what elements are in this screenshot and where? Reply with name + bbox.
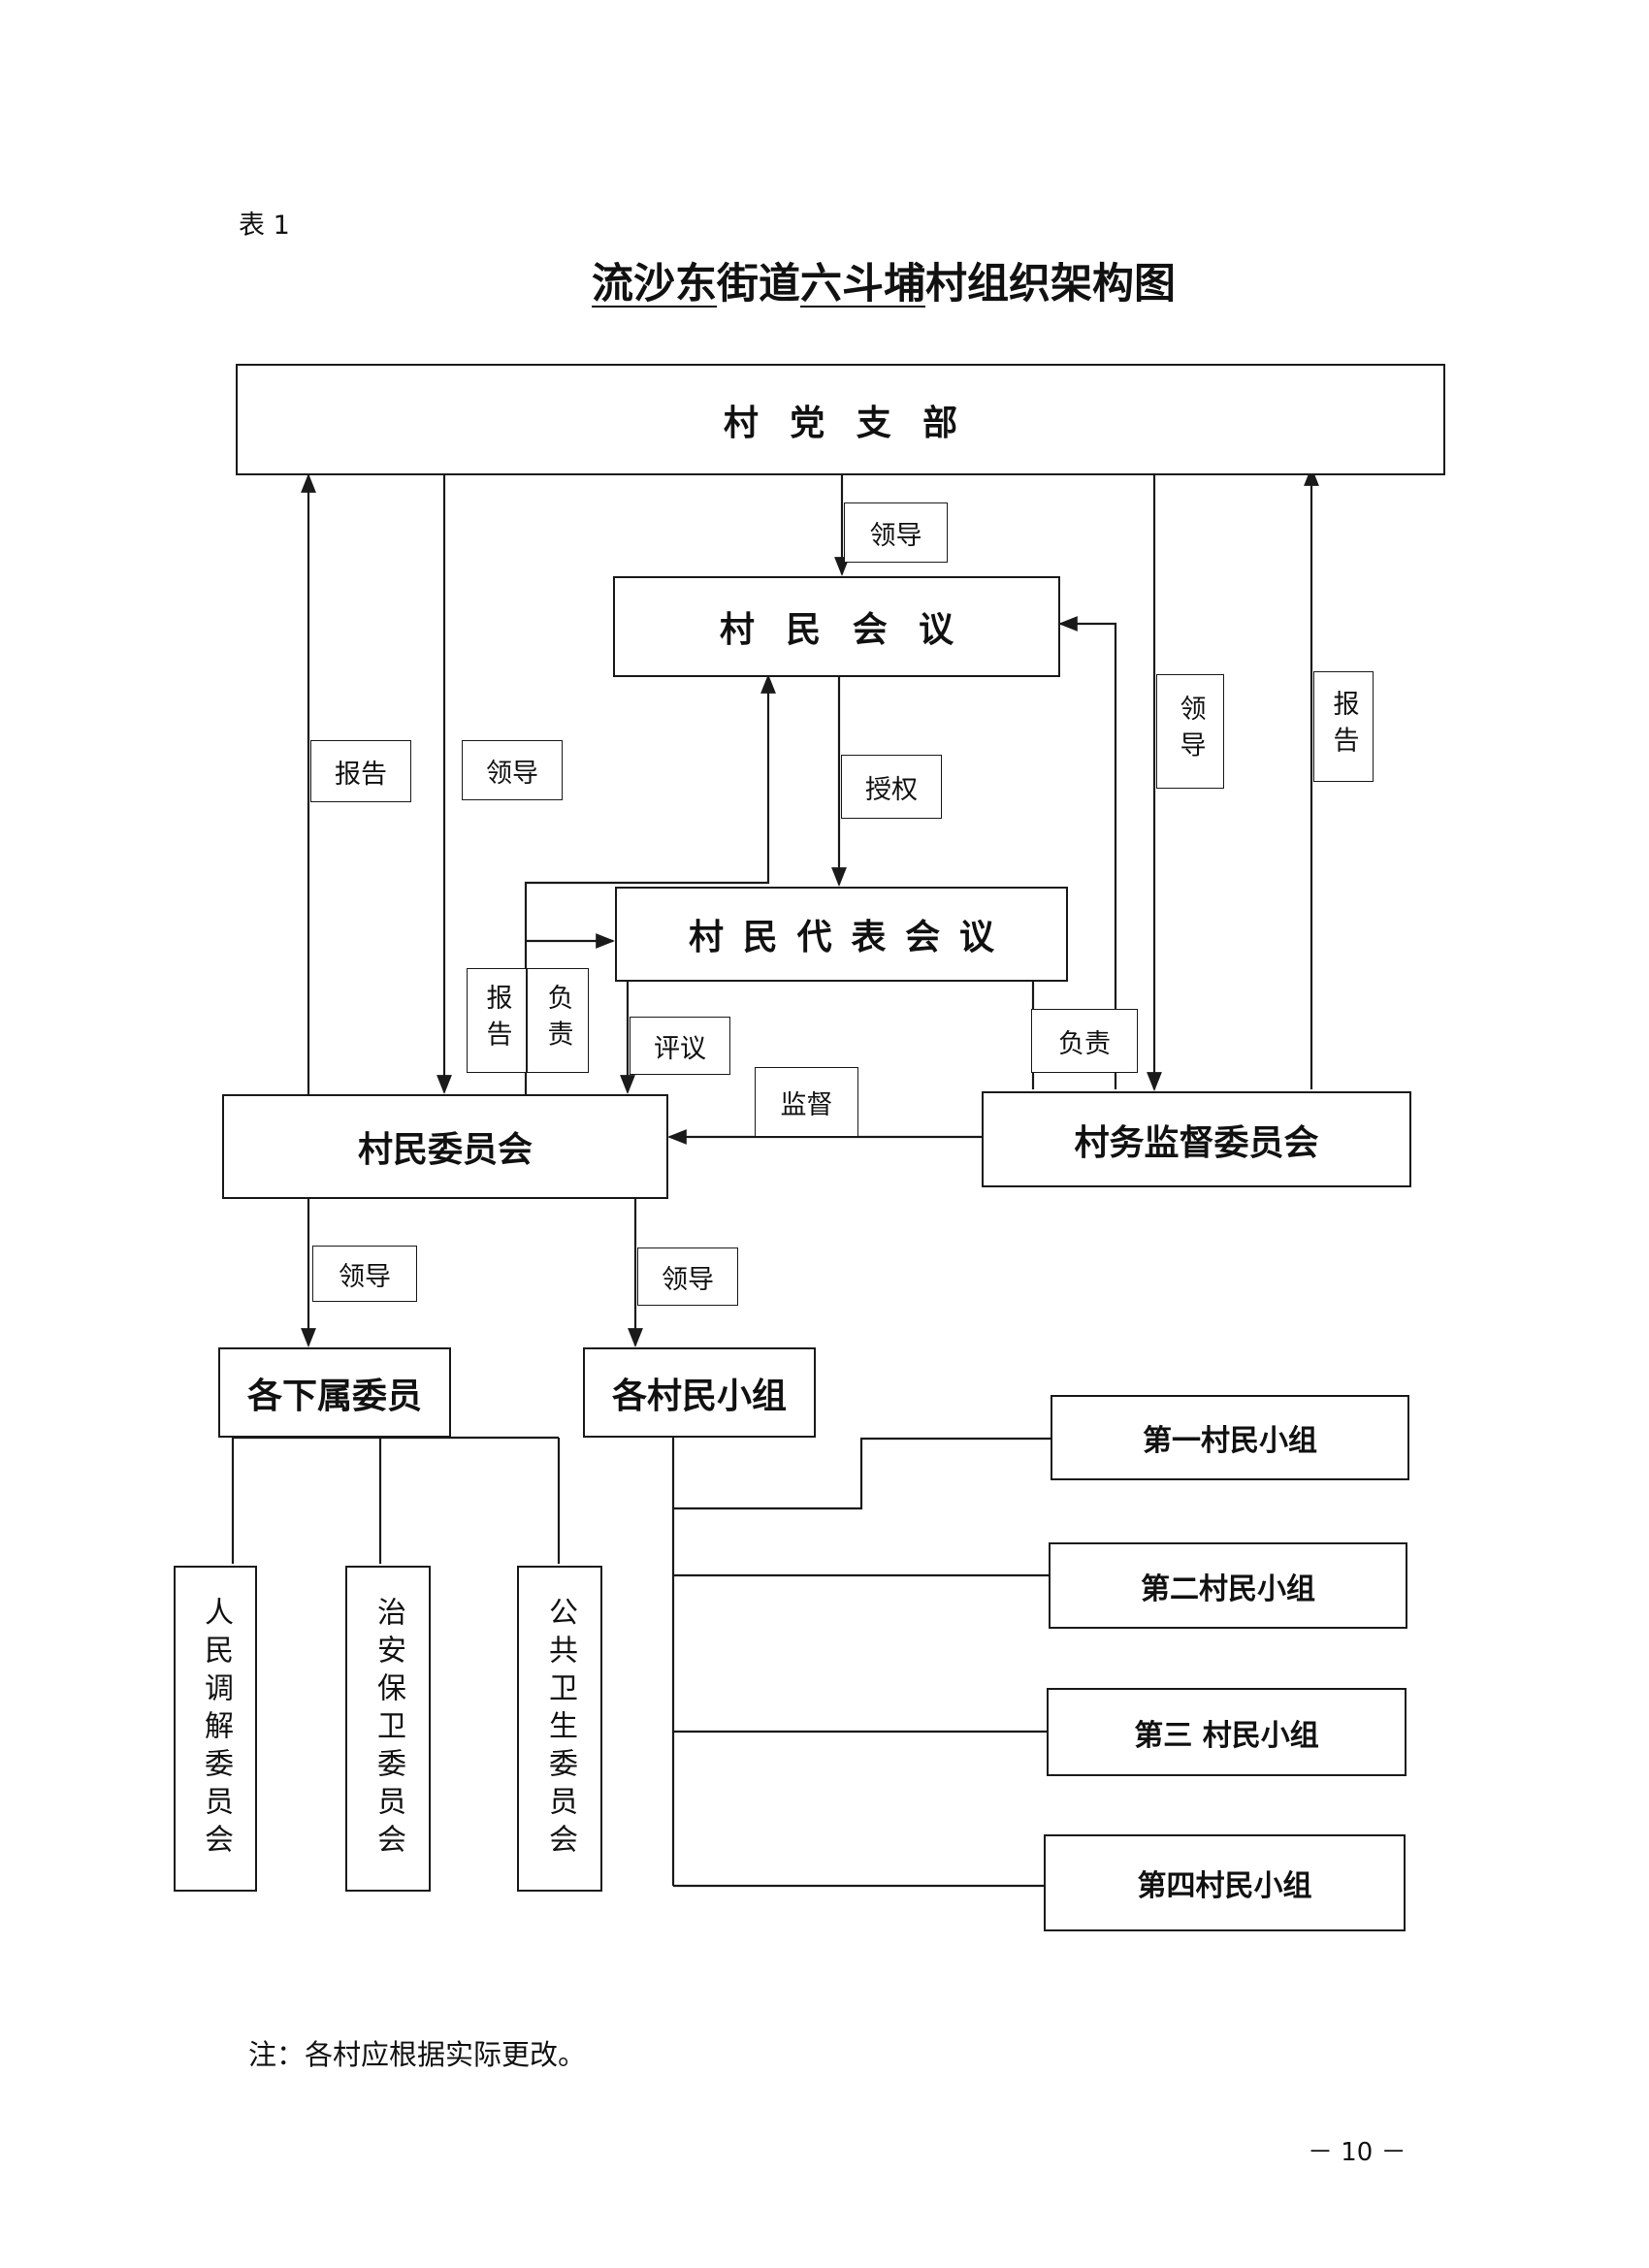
tag-lead-branch-to-supervisory: 领导 (1156, 674, 1224, 789)
tag-authorize-meeting-to-reps: 授权 (841, 755, 942, 819)
arrow-supervisory-responsible-to-meeting (1058, 616, 1117, 1089)
node-group-3: 第三 村民小组 (1047, 1688, 1406, 1776)
tag-lead-committee-to-members: 领导 (312, 1246, 417, 1302)
node-group-1: 第一村民小组 (1051, 1395, 1409, 1480)
node-group-4: 第四村民小组 (1044, 1834, 1406, 1931)
title-segment-2: 街道 (717, 260, 800, 308)
table-label: 表 1 (239, 211, 290, 241)
node-party-branch: 村党支部 (236, 364, 1445, 475)
node-subordinate-members: 各下属委员 (218, 1347, 451, 1438)
tag-lead-committee-to-groups: 领导 (637, 1247, 738, 1306)
title-segment-3: 六斗埔 (800, 260, 925, 308)
tag-lead-branch-to-meeting: 领导 (844, 502, 948, 563)
node-security-committee: 治安保卫委员会 (345, 1566, 431, 1892)
tag-responsible-supervisory: 负责 (1031, 1009, 1138, 1073)
node-supervisory-committee: 村务监督委员会 (982, 1091, 1411, 1187)
page-title: 流沙东街道六斗埔村组织架构图 (592, 250, 1176, 310)
tag-report-committee-to-branch: 报告 (310, 740, 411, 802)
line-members-to-subcommittees (231, 1436, 561, 1564)
tag-lead-branch-to-committee: 领导 (462, 740, 563, 800)
node-mediation-committee: 人民调解委员会 (174, 1566, 257, 1892)
title-segment-4: 村组织架构图 (925, 260, 1176, 308)
footnote: 注：各村应根据实际更改。 (248, 2038, 587, 2071)
title-segment-1: 流沙东 (592, 260, 717, 308)
node-group-2: 第二村民小组 (1049, 1542, 1407, 1629)
tag-report-supervisory-to-branch: 报告 (1313, 671, 1374, 782)
page-number: － 10 － (1308, 2138, 1406, 2167)
node-representatives-meeting: 村民代表会议 (615, 887, 1068, 982)
line-to-group-1 (673, 1437, 1051, 1510)
tag-report-committee-to-meeting: 报告 (467, 968, 527, 1073)
tag-responsible-committee-to-reps: 负责 (527, 968, 589, 1073)
node-villager-groups: 各村民小组 (583, 1347, 816, 1438)
node-villagers-committee: 村民委员会 (222, 1094, 668, 1199)
node-health-committee: 公共卫生委员会 (517, 1566, 602, 1892)
tag-supervise-committee: 监督 (755, 1067, 858, 1137)
tag-review-reps-to-committee: 评议 (630, 1017, 730, 1075)
node-villagers-meeting: 村民会议 (613, 576, 1060, 677)
